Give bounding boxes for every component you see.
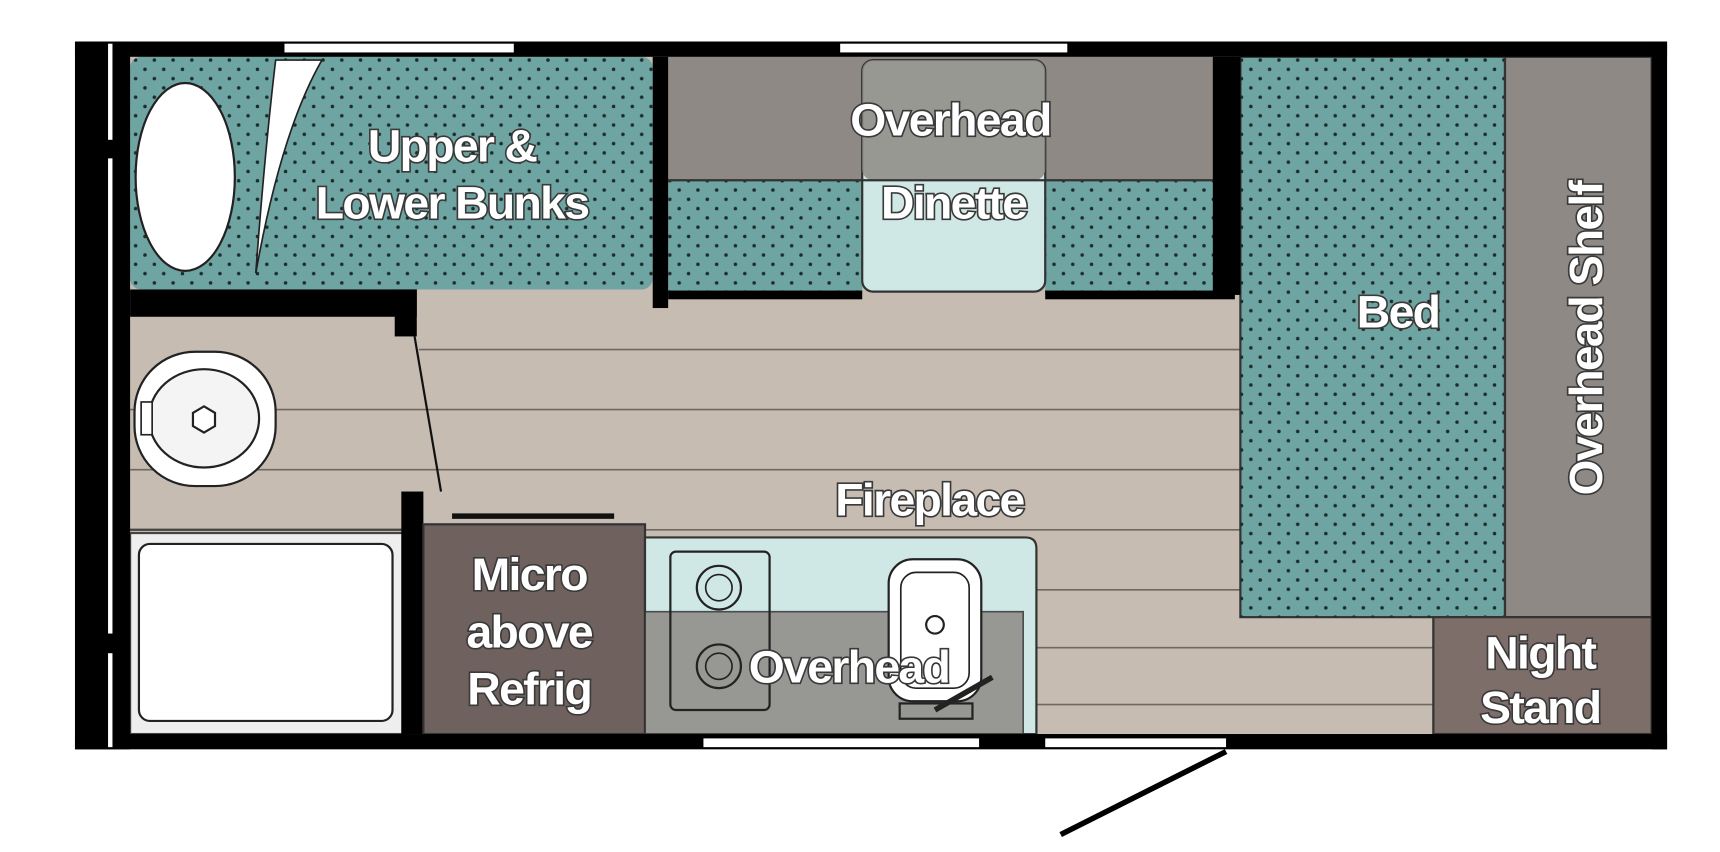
micro-label-2: above [466,606,593,658]
window [840,43,1068,53]
entry-door [1045,738,1228,837]
overhead-shelf-label: Overhead Shelf [1560,180,1612,496]
bathroom [128,289,443,736]
kitchen-overhead-label: Overhead [749,641,949,693]
bed-label: Bed [1357,286,1440,338]
micro-refrig: Micro above Refrig [422,513,647,736]
dinette: Overhead Dinette [668,56,1235,300]
fireplace-label: Fireplace [835,474,1024,526]
bunks: Upper & Lower Bunks [130,56,653,290]
curtain-icon [254,59,324,274]
micro-label-1: Micro [472,548,588,600]
bathroom-door [413,336,443,492]
overhead-shelf: Overhead Shelf [1503,55,1653,619]
windows [108,43,1068,748]
pillow-icon [134,81,236,272]
bunks-label-2: Lower Bunks [316,177,588,229]
window [284,43,514,53]
dinette-label: Dinette [881,177,1027,229]
stove-icon [669,550,771,712]
sink-icon [887,558,994,720]
toilet-icon [133,350,277,488]
bed: Bed [1239,55,1507,619]
window [703,738,980,748]
night-stand: Night Stand [1432,616,1653,736]
dinette-overhead-label: Overhead [850,94,1050,146]
night-stand-label-2: Stand [1480,681,1600,733]
night-stand-label-1: Night [1485,627,1596,679]
bunks-label-1: Upper & [368,120,537,172]
shower-icon [128,531,404,736]
micro-label-3: Refrig [467,663,591,715]
kitchen-counter: Overhead [643,536,1038,736]
